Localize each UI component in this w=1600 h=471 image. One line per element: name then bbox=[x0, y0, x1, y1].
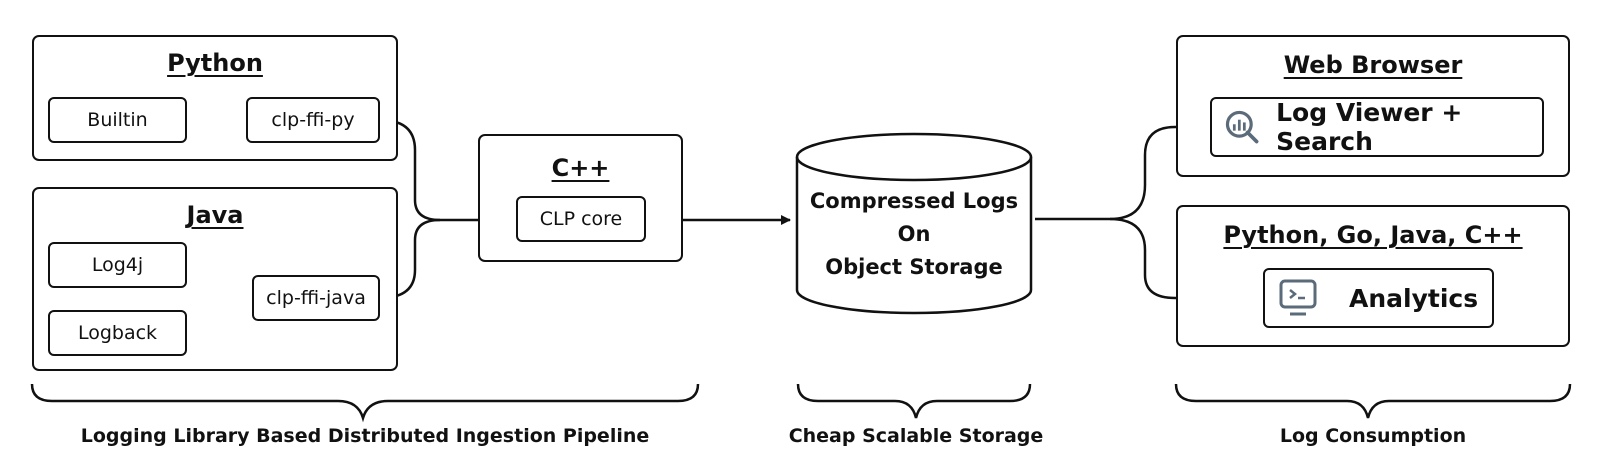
search-analytics-icon bbox=[1225, 110, 1259, 144]
terminal-icon bbox=[1279, 279, 1317, 316]
storage-line-3: Object Storage bbox=[825, 255, 1003, 279]
clp-ffi-py-node: clp-ffi-py bbox=[246, 97, 380, 143]
clp-ffi-java-node: clp-ffi-java bbox=[252, 275, 380, 321]
storage-section-label: Cheap Scalable Storage bbox=[788, 425, 1044, 447]
storage-cylinder-top bbox=[795, 132, 1033, 182]
log-viewer-search-node: Log Viewer + Search bbox=[1210, 97, 1544, 157]
web-browser-title: Web Browser bbox=[1283, 51, 1463, 79]
storage-line-1: Compressed Logs bbox=[809, 189, 1019, 213]
storage-line-2: On bbox=[897, 222, 931, 246]
brace-ingestion bbox=[30, 383, 700, 423]
log-viewer-search-label: Log Viewer + Search bbox=[1276, 98, 1463, 156]
analytics-label: Analytics bbox=[1349, 283, 1479, 313]
storage-label: Compressed Logs On Object Storage bbox=[797, 185, 1031, 284]
python-title: Python bbox=[167, 49, 263, 77]
brace-storage bbox=[796, 383, 1032, 419]
logback-node: Logback bbox=[48, 310, 187, 356]
brace-consumption bbox=[1174, 383, 1572, 419]
cpp-title: C++ bbox=[551, 154, 610, 182]
ingestion-section-label: Logging Library Based Distributed Ingest… bbox=[80, 425, 650, 447]
builtin-node: Builtin bbox=[48, 97, 187, 143]
clp-core-node: CLP core bbox=[516, 196, 646, 242]
analytics-languages-title: Python, Go, Java, C++ bbox=[1223, 221, 1523, 249]
analytics-node: Analytics bbox=[1263, 268, 1494, 328]
log4j-node: Log4j bbox=[48, 242, 187, 288]
consumption-section-label: Log Consumption bbox=[1279, 425, 1467, 447]
java-title: Java bbox=[186, 201, 244, 229]
